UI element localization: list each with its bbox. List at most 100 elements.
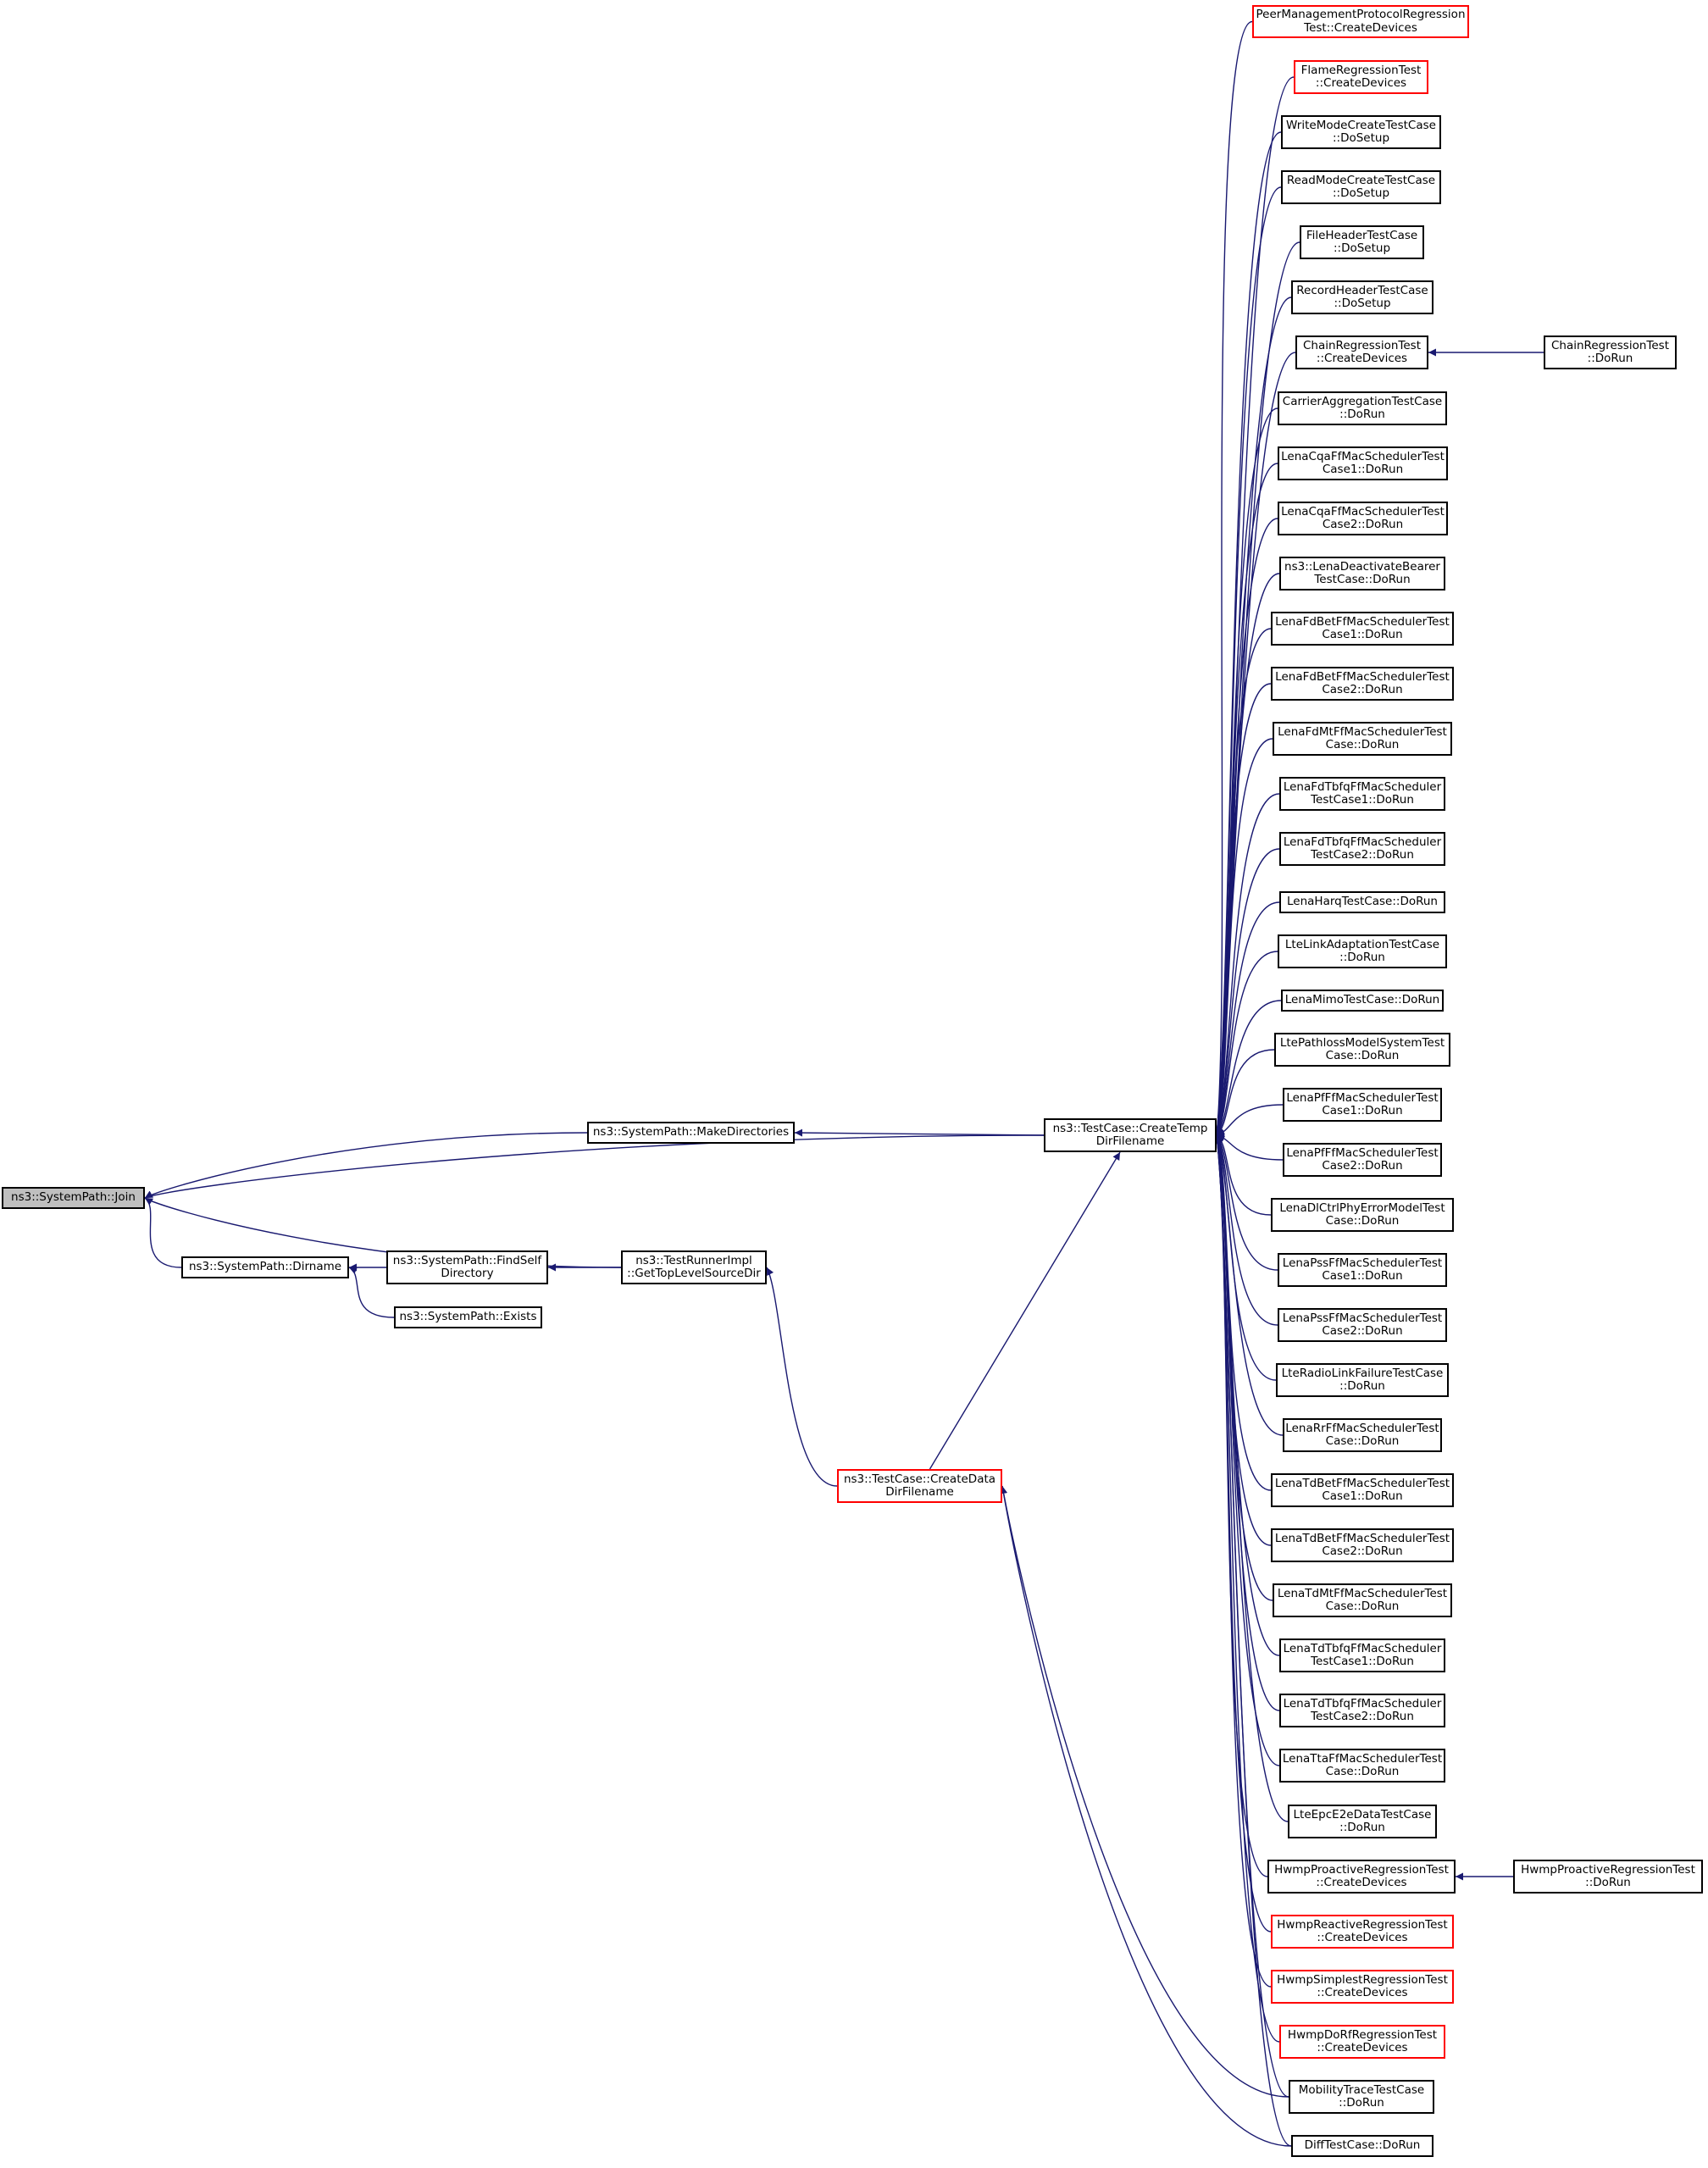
node-label-line: ns3::SystemPath::MakeDirectories [592,1125,790,1139]
node-label-line: WriteModeCreateTestCase [1286,118,1436,132]
edge-diff-to-createdata [1000,1485,1292,2147]
edge-pathloss-to-createtemp [1216,1049,1275,1136]
edge-createtemp-to-join [144,1134,1045,1199]
node-label-line: LenaHarqTestCase::DoRun [1287,895,1438,909]
node-makedirs[interactable]: ns3::SystemPath::MakeDirectories [587,1122,795,1144]
node-label-line: ChainRegressionTest [1551,338,1669,352]
node-label-line: LenaFdTbfqFfMacScheduler [1283,834,1442,849]
node-hwmpproactive[interactable]: HwmpProactiveRegressionTest::CreateDevic… [1267,1860,1456,1894]
node-readmode[interactable]: ReadModeCreateTestCase::DoSetup [1281,170,1441,204]
node-exists[interactable]: ns3::SystemPath::Exists [394,1306,542,1328]
node-label-line: Case::DoRun [1325,1600,1400,1613]
node-label-line: LenaPssFfMacSchedulerTest [1282,1256,1443,1270]
edge-fdtbfq2-to-createtemp [1216,848,1280,1136]
node-hwmpsimplest[interactable]: HwmpSimplestRegressionTest::CreateDevice… [1271,1970,1454,2004]
edge-linkadapt-to-createtemp [1216,951,1278,1136]
edge-epce2e-to-createtemp [1214,1134,1289,1822]
node-label-line: ::CreateDevices [1316,352,1408,365]
node-writemode[interactable]: WriteModeCreateTestCase::DoSetup [1281,115,1441,149]
node-label-line: LenaCqaFfMacSchedulerTest [1281,504,1445,518]
node-label-line: ns3::TestCase::CreateData [843,1472,996,1486]
node-label-line: ReadModeCreateTestCase [1286,173,1436,187]
node-rlf[interactable]: LteRadioLinkFailureTestCase::DoRun [1276,1363,1449,1397]
node-label-line: HwmpReactiveRegressionTest [1277,1917,1448,1932]
node-gettop[interactable]: ns3::TestRunnerImpl::GetTopLevelSourceDi… [621,1250,767,1284]
edge-mobility-to-createdata [1000,1485,1289,2098]
node-diff[interactable]: DiffTestCase::DoRun [1291,2135,1434,2157]
node-label-line: DirFilename [885,1485,954,1499]
node-label-line: CarrierAggregationTestCase [1282,394,1443,408]
node-label-line: ns3::SystemPath::Exists [399,1310,537,1324]
node-label-line: ::CreateDevices [1315,76,1407,90]
node-label-line: HwmpSimplestRegressionTest [1277,1972,1448,1987]
node-hwmpreactive[interactable]: HwmpReactiveRegressionTest::CreateDevice… [1271,1915,1454,1949]
node-harq[interactable]: LenaHarqTestCase::DoRun [1279,891,1445,913]
edge-pf1-to-createtemp [1216,1104,1284,1137]
node-label-line: ::DoRun [1339,2096,1384,2110]
node-flame[interactable]: FlameRegressionTest::CreateDevices [1294,60,1428,94]
node-linkadapt[interactable]: LteLinkAdaptationTestCase::DoRun [1278,934,1447,968]
node-fileheader[interactable]: FileHeaderTestCase::DoSetup [1300,225,1424,259]
edge-readmode-to-createtemp [1213,186,1282,1136]
node-chaincreate[interactable]: ChainRegressionTest::CreateDevices [1295,335,1428,369]
node-label-line: LteEpcE2eDataTestCase [1293,1807,1432,1821]
node-label-line: LenaTtaFfMacSchedulerTest [1282,1751,1443,1766]
node-label-line: LenaPfFfMacSchedulerTest [1286,1145,1439,1160]
node-label-line: ::CreateDevices [1317,1931,1408,1944]
node-label-line: LenaMimoTestCase::DoRun [1284,993,1440,1007]
node-mimo[interactable]: LenaMimoTestCase::DoRun [1281,990,1444,1012]
node-label-line: Case1::DoRun [1322,1269,1403,1283]
node-label-line: LenaTdBetFfMacSchedulerTest [1274,1531,1450,1545]
node-label-line: Case1::DoRun [1322,463,1404,476]
node-label-line: HwmpDoRfRegressionTest [1287,2027,1438,2042]
node-recordheader[interactable]: RecordHeaderTestCase::DoSetup [1291,280,1434,314]
node-label-line: Test::CreateDevices [1304,20,1417,35]
node-hwmpdorf[interactable]: HwmpDoRfRegressionTest::CreateDevices [1279,2025,1445,2059]
node-label-line: LenaCqaFfMacSchedulerTest [1281,449,1445,463]
node-dirname[interactable]: ns3::SystemPath::Dirname [181,1256,349,1278]
node-label-line: TestCase2::DoRun [1311,848,1414,862]
edge-rr-to-createtemp [1215,1134,1284,1436]
node-mobility[interactable]: MobilityTraceTestCase::DoRun [1289,2080,1434,2114]
node-hwmpproactivedorun[interactable]: HwmpProactiveRegressionTest::DoRun [1513,1860,1703,1894]
edge-fdmt-to-createtemp [1215,738,1273,1136]
node-label-line: ::CreateDevices [1317,2041,1408,2054]
node-label-line: LenaTdTbfqFfMacScheduler [1283,1696,1442,1711]
node-label-line: ::DoRun [1339,1379,1385,1393]
node-epce2e[interactable]: LteEpcE2eDataTestCase::DoRun [1288,1805,1437,1838]
node-label-line: Case::DoRun [1325,1049,1400,1062]
edge-createdata-to-createtemp [929,1151,1121,1470]
node-chaindorun[interactable]: ChainRegressionTest::DoRun [1544,335,1677,369]
node-label-line: LenaFdMtFfMacSchedulerTest [1278,724,1447,739]
node-label-line: ::DoRun [1587,352,1633,365]
node-carrier[interactable]: CarrierAggregationTestCase::DoRun [1278,391,1447,425]
